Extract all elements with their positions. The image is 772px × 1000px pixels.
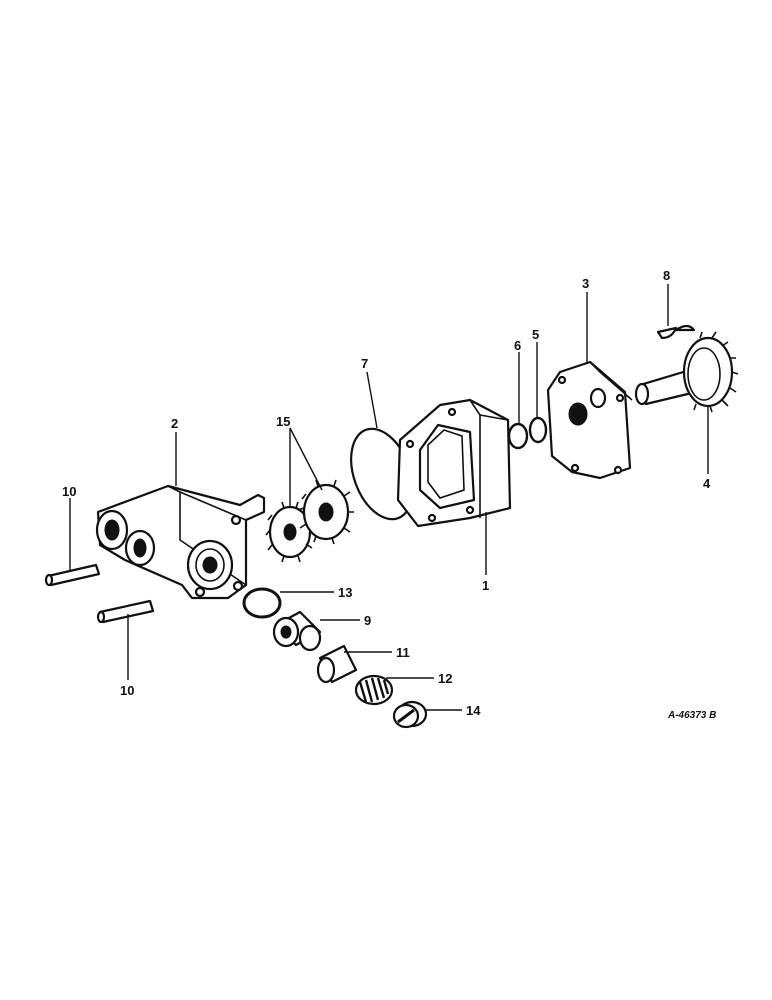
woodruff-key-right bbox=[674, 324, 696, 332]
o-ring bbox=[242, 587, 282, 619]
pump-gears bbox=[265, 479, 354, 563]
label-5: 5 bbox=[532, 327, 539, 342]
label-4: 4 bbox=[703, 476, 711, 491]
valve-sleeve bbox=[272, 610, 322, 652]
label-14: 14 bbox=[466, 703, 481, 718]
label-11: 11 bbox=[396, 645, 410, 660]
label-15: 15 bbox=[276, 414, 290, 429]
valve-plug bbox=[392, 700, 428, 729]
dowel-pin-upper bbox=[44, 563, 101, 587]
label-10-upper: 10 bbox=[62, 484, 76, 499]
drive-gear-shaft bbox=[634, 331, 739, 413]
label-13: 13 bbox=[338, 585, 352, 600]
label-3: 3 bbox=[582, 276, 589, 291]
label-6: 6 bbox=[514, 338, 521, 353]
label-10-lower: 10 bbox=[120, 683, 134, 698]
small-ring-5 bbox=[528, 416, 548, 444]
dowel-pin-lower bbox=[96, 599, 155, 624]
label-9: 9 bbox=[364, 613, 371, 628]
label-1: 1 bbox=[482, 578, 489, 593]
leader-lines bbox=[69, 284, 709, 711]
label-12: 12 bbox=[438, 671, 452, 686]
relief-spring bbox=[354, 674, 394, 706]
woodruff-key-left bbox=[656, 326, 678, 340]
gear-housing bbox=[396, 398, 512, 528]
label-7: 7 bbox=[361, 356, 368, 371]
small-ring-6 bbox=[507, 422, 529, 450]
reference-code: A-46373 B bbox=[667, 710, 716, 721]
pump-body-cover bbox=[95, 484, 266, 600]
label-8: 8 bbox=[663, 268, 670, 283]
relief-plunger bbox=[316, 644, 358, 684]
cover-plate bbox=[546, 360, 633, 480]
label-2: 2 bbox=[171, 416, 178, 431]
